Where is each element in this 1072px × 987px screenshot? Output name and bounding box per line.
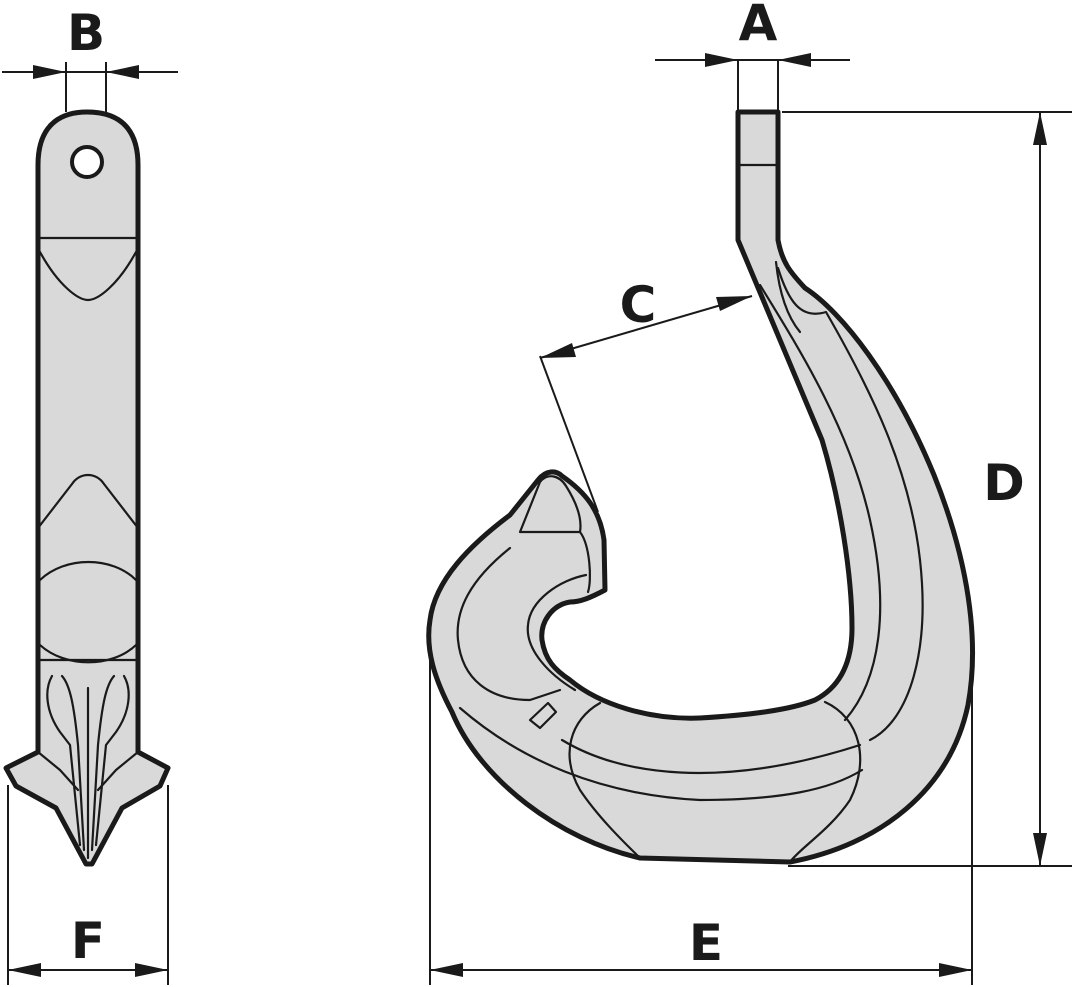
side-tip-inner-left <box>60 674 86 852</box>
front-tip-inner <box>578 530 592 594</box>
label-b: B <box>67 4 105 62</box>
side-chevron <box>36 473 140 530</box>
front-view-body <box>426 109 976 865</box>
label-a: A <box>739 0 778 52</box>
dimension-b: B <box>2 4 178 112</box>
label-f: F <box>71 912 105 970</box>
label-d: D <box>983 454 1025 512</box>
front-contour-3 <box>774 260 802 334</box>
front-contour-2 <box>758 283 882 722</box>
side-tip-right <box>94 674 130 847</box>
hook-side-view <box>3 109 171 867</box>
front-band-mid-1 <box>560 738 862 775</box>
label-e: E <box>689 914 723 972</box>
front-band-mid-2 <box>458 706 864 802</box>
dimension-e: E <box>429 640 973 985</box>
side-flange-left <box>36 750 80 792</box>
front-tip-face <box>518 475 582 534</box>
front-band-right <box>788 700 862 864</box>
eye-hole <box>70 145 104 179</box>
label-c: C <box>620 276 657 334</box>
front-throat-contour <box>456 546 562 702</box>
side-shank-curve <box>38 250 138 302</box>
side-view-body <box>3 109 171 867</box>
side-tip-inner-right <box>90 674 116 852</box>
side-tip-left <box>46 674 82 847</box>
dimension-a: A <box>655 0 850 112</box>
side-arc-lower <box>38 643 138 664</box>
front-contour-1 <box>776 266 924 742</box>
dimension-d: D <box>782 111 1072 867</box>
dimension-f: F <box>7 785 169 985</box>
side-flange-right <box>96 750 140 792</box>
hook-front-view <box>426 109 976 865</box>
front-band-left <box>568 701 642 860</box>
side-arc-upper <box>38 561 138 582</box>
dimension-c: C <box>539 276 753 513</box>
front-latch-notch <box>528 701 558 730</box>
front-throat-contour-2 <box>526 573 588 692</box>
